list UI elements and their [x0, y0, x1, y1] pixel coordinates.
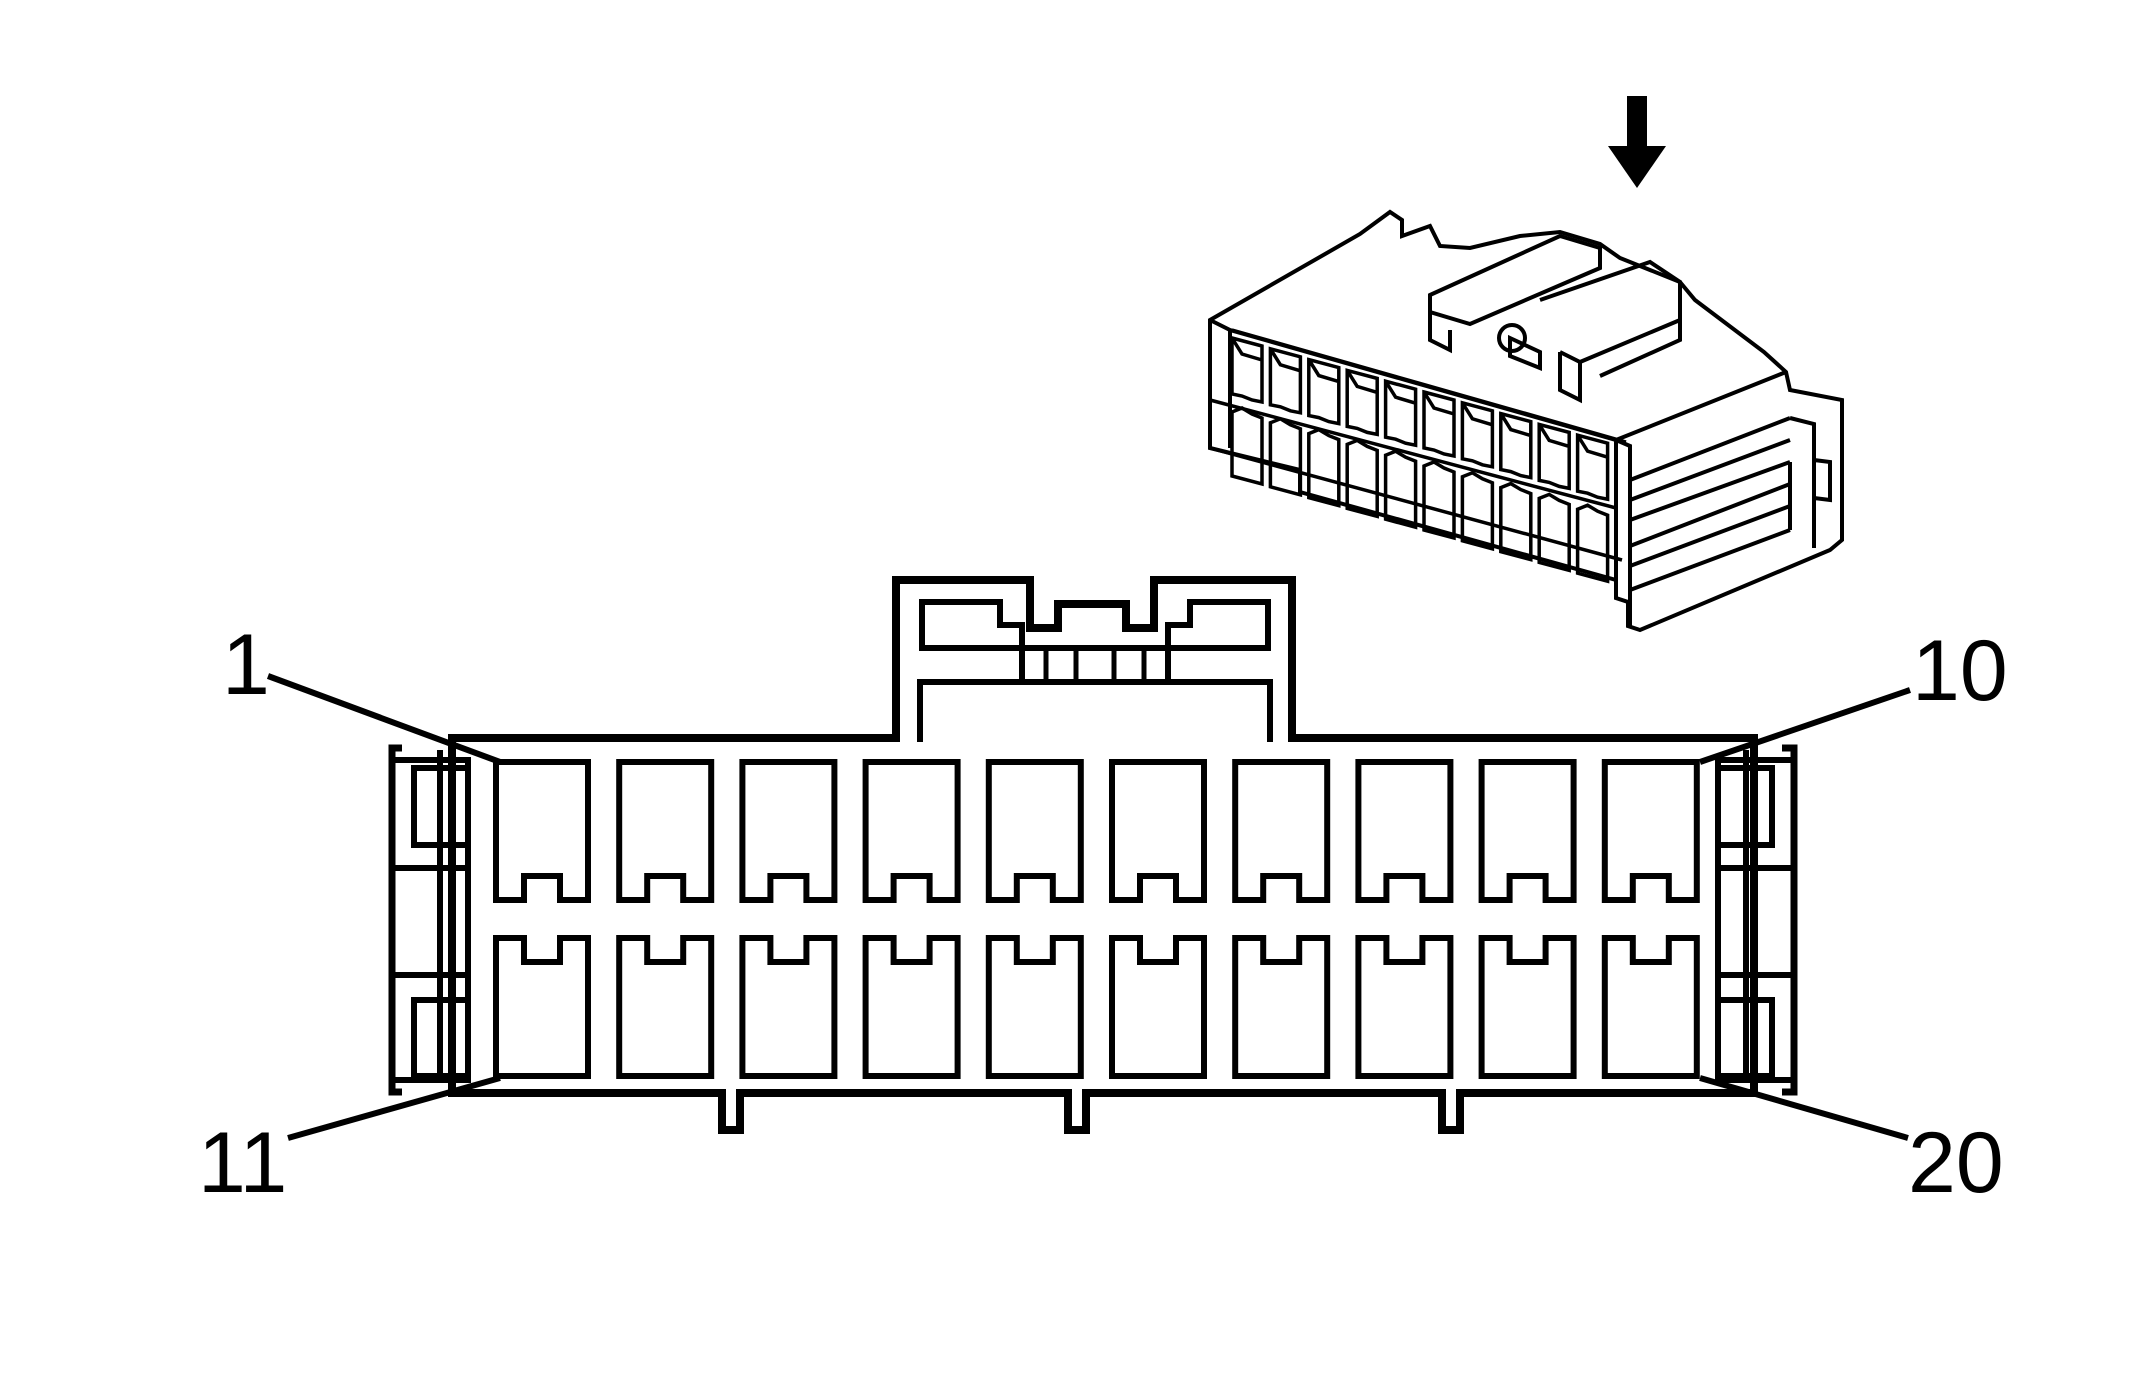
cavity-pin-17	[1232, 935, 1331, 1079]
iso-cavity-upper	[1499, 411, 1533, 480]
iso-cavity-grid	[1208, 320, 1627, 584]
pin-label-20: 20	[1908, 1115, 2004, 1211]
cavity-pin-5	[985, 759, 1084, 903]
iso-cavity-lower	[1499, 481, 1533, 562]
cavity-pin-9	[1478, 759, 1577, 903]
cavity-pin-3	[739, 759, 838, 903]
cavity-pin-8	[1355, 759, 1454, 903]
cavity-pin-14	[862, 935, 961, 1079]
cavity-pin-20	[1601, 935, 1700, 1079]
pin-label-10: 10	[1912, 623, 2008, 719]
cavity-pin-16	[1109, 935, 1207, 1079]
cavity-pin-11	[493, 935, 591, 1079]
cavity-pin-13	[739, 935, 838, 1079]
cavity-pin-10	[1601, 759, 1700, 903]
leader-line-11	[287, 1075, 501, 1141]
cavity-pin-7	[1232, 759, 1331, 903]
right-side-bracket	[1715, 744, 1798, 1096]
cavity-pin-19	[1478, 935, 1577, 1079]
cavity-pin-15	[985, 935, 1084, 1079]
leader-line-1	[266, 673, 502, 765]
iso-cavity-upper	[1230, 335, 1264, 405]
iso-cavity-lower	[1268, 416, 1303, 498]
cavity-pin-6	[1109, 759, 1207, 903]
iso-front-frame	[1208, 320, 1627, 562]
iso-cavity-upper	[1307, 357, 1341, 426]
iso-cavity-lower	[1575, 503, 1610, 584]
iso-side-ridges	[1629, 416, 1832, 592]
cavity-pin-18	[1355, 935, 1454, 1079]
leader-lines	[266, 673, 1911, 1141]
iso-cavity-upper	[1268, 346, 1303, 415]
iso-cavity-upper	[1345, 368, 1379, 437]
connector-isometric-view	[1208, 96, 1844, 633]
cavity-pin-4	[862, 759, 961, 903]
leader-line-20	[1699, 1075, 1909, 1141]
left-side-bracket	[388, 744, 471, 1096]
latch	[917, 599, 1273, 742]
iso-latch	[1428, 233, 1682, 404]
cavity-pin-12	[616, 935, 715, 1079]
iso-cavity-upper	[1422, 389, 1456, 459]
connector-face-view: 1 10 11 20	[198, 576, 2008, 1211]
iso-cavity-lower	[1230, 406, 1264, 487]
cavity-pin-1	[493, 759, 591, 903]
iso-cavity-lower	[1460, 470, 1495, 552]
iso-cavity-upper	[1575, 432, 1610, 502]
cavity-grid	[493, 759, 1700, 1079]
iso-cavity-upper	[1460, 400, 1495, 469]
iso-cavity-upper	[1537, 422, 1571, 491]
connector-body-outline	[448, 576, 1758, 1134]
iso-cavity-upper	[1383, 378, 1418, 448]
leader-line-10	[1699, 687, 1911, 765]
iso-cavity-lower	[1537, 492, 1571, 573]
iso-cavity-lower	[1383, 449, 1418, 530]
down-arrow-icon	[1608, 96, 1666, 188]
iso-cavity-lower	[1422, 460, 1456, 541]
cavity-pin-2	[616, 759, 715, 903]
pin-label-11: 11	[198, 1115, 287, 1211]
pin-label-1: 1	[222, 617, 270, 713]
